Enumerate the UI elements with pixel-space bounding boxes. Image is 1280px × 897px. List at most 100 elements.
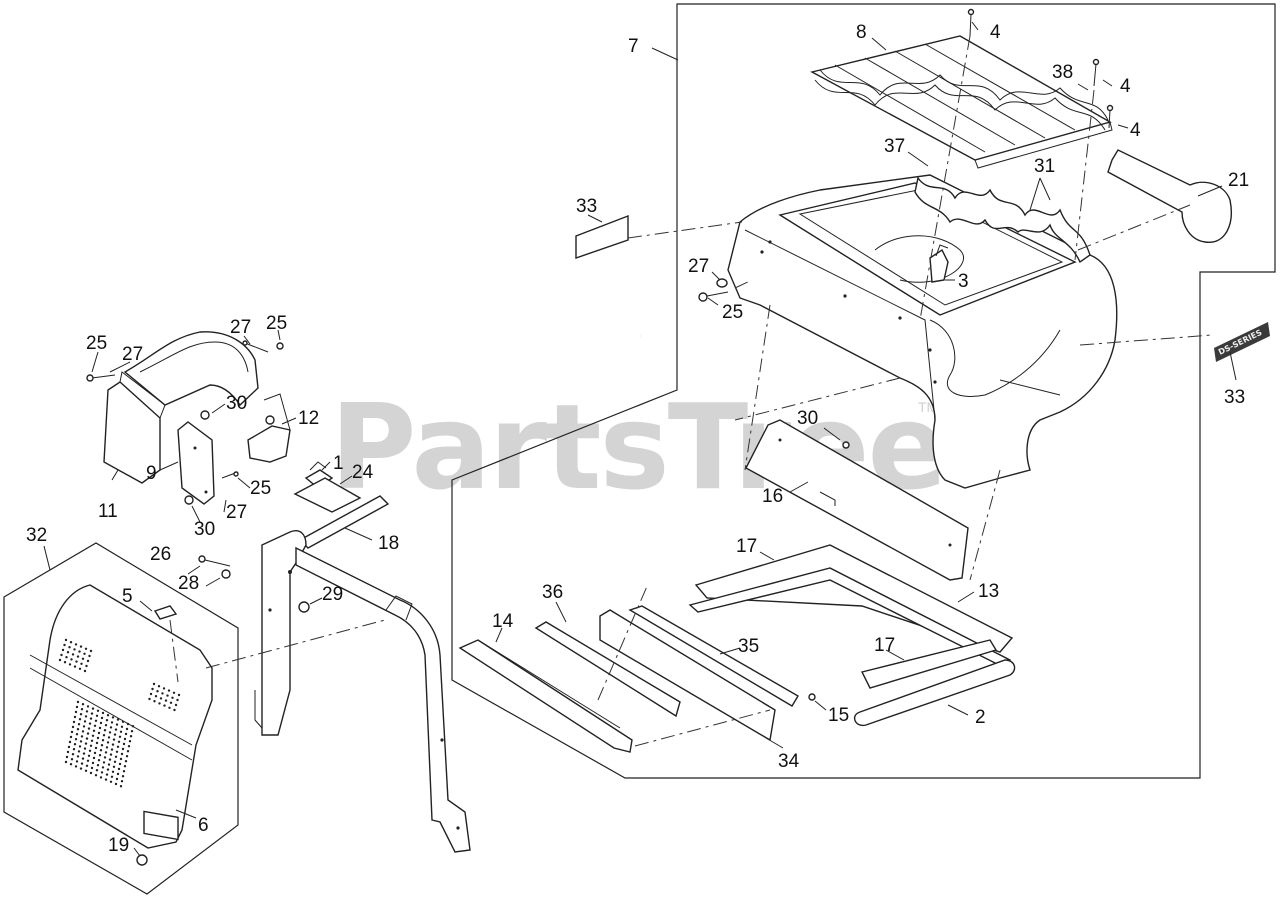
callout-28: 28 [178, 573, 199, 594]
perforation-hole [103, 756, 107, 759]
perforation-hole [153, 700, 156, 703]
callout-33-left: 33 [576, 196, 597, 217]
callout-26: 26 [150, 544, 171, 565]
perforation-hole [100, 716, 104, 720]
bolt-25-housing [698, 291, 729, 302]
perforation-hole [129, 735, 133, 738]
perforation-hole [130, 730, 134, 733]
callout-2: 2 [975, 707, 986, 728]
perforation-hole [88, 654, 91, 658]
perforation-hole [70, 730, 74, 734]
perforation-hole [109, 753, 113, 756]
perforation-hole [75, 733, 79, 736]
strip-36 [534, 621, 681, 718]
perforation-hole [81, 757, 85, 760]
callout-5: 5 [122, 586, 133, 607]
perforation-hole [106, 714, 110, 717]
callout-35: 35 [738, 636, 759, 657]
perforation-hole [97, 759, 101, 762]
perforation-hole [75, 660, 78, 663]
perforation-hole [88, 749, 92, 752]
perforation-hole [84, 647, 88, 650]
perforation-hole [114, 755, 118, 758]
perforation-hole [74, 738, 78, 741]
skirt-14 [458, 639, 633, 753]
perforation-hole [116, 718, 120, 721]
perforation-hole [169, 701, 173, 704]
perforation-hole [114, 782, 118, 786]
perforation-hole [111, 770, 115, 773]
perforation-hole [106, 741, 110, 744]
callout-37: 37 [884, 136, 905, 157]
callout-25-housing: 25 [722, 302, 743, 323]
perforation-hole [93, 724, 97, 727]
perforation-hole [86, 659, 90, 663]
callout-9: 9 [146, 463, 157, 484]
callout-29: 29 [322, 584, 343, 605]
perforation-hole [109, 780, 113, 783]
perforation-hole [76, 755, 80, 758]
panel-34 [599, 609, 776, 742]
perforation-hole [104, 751, 108, 754]
perforation-hole [70, 658, 73, 661]
perforation-hole [112, 765, 116, 768]
callout-6: 6 [198, 815, 209, 836]
perforation-hole [161, 692, 164, 695]
perforation-hole [110, 775, 114, 778]
callout-3: 3 [958, 271, 969, 292]
perforation-hole [118, 762, 122, 766]
perforation-hole [108, 731, 112, 734]
perforation-hole [125, 755, 129, 758]
perforation-hole [117, 767, 121, 771]
screw-15 [808, 693, 816, 701]
perforation-hole [126, 750, 130, 753]
callout-25-top: 25 [266, 313, 287, 334]
perforation-hole [80, 735, 84, 738]
perforation-hole [83, 652, 86, 655]
perforation-hole [99, 721, 103, 725]
perforation-hole [99, 776, 103, 779]
perforation-hole [124, 760, 128, 763]
perforation-hole [98, 726, 102, 730]
callout-30-plate: 30 [797, 408, 818, 429]
perforation-hole [105, 719, 109, 722]
callout-36: 36 [542, 582, 563, 603]
perforation-hole [119, 785, 123, 788]
perforation-hole [74, 643, 78, 646]
perforation-hole [60, 653, 63, 657]
perforation-hole [91, 761, 95, 765]
perforation-hole [76, 728, 80, 731]
perforation-hole [101, 766, 105, 769]
perforation-hole [115, 723, 119, 726]
perforation-hole [73, 715, 77, 719]
perforation-hole [84, 742, 88, 745]
perforation-hole [85, 737, 89, 740]
perforation-hole [99, 749, 103, 752]
perforation-hole [96, 736, 100, 740]
perforation-hole [152, 682, 156, 686]
perforation-hole [113, 760, 117, 763]
perforation-hole [75, 760, 79, 763]
perforation-hole [177, 693, 181, 697]
perforation-hole [154, 695, 158, 698]
perforation-hole [80, 708, 84, 711]
perforation-hole [84, 715, 88, 718]
perforation-hole [162, 687, 166, 690]
perforation-hole [78, 718, 82, 721]
callout-12: 12 [298, 408, 319, 429]
perforation-hole [78, 667, 82, 670]
perforation-hole [71, 653, 75, 656]
perforation-hole [86, 732, 90, 735]
latch-3 [929, 244, 949, 283]
perforation-hole [73, 648, 76, 651]
perforation-hole [77, 750, 81, 753]
perforation-hole [66, 651, 70, 654]
callout-31: 31 [1034, 156, 1055, 177]
perforation-hole [125, 727, 129, 731]
perforation-hole [87, 727, 91, 730]
perforation-hole [124, 732, 128, 736]
perforation-hole [149, 692, 153, 696]
cover-12-curve [123, 331, 259, 407]
assembly-frame-32 [3, 542, 239, 895]
